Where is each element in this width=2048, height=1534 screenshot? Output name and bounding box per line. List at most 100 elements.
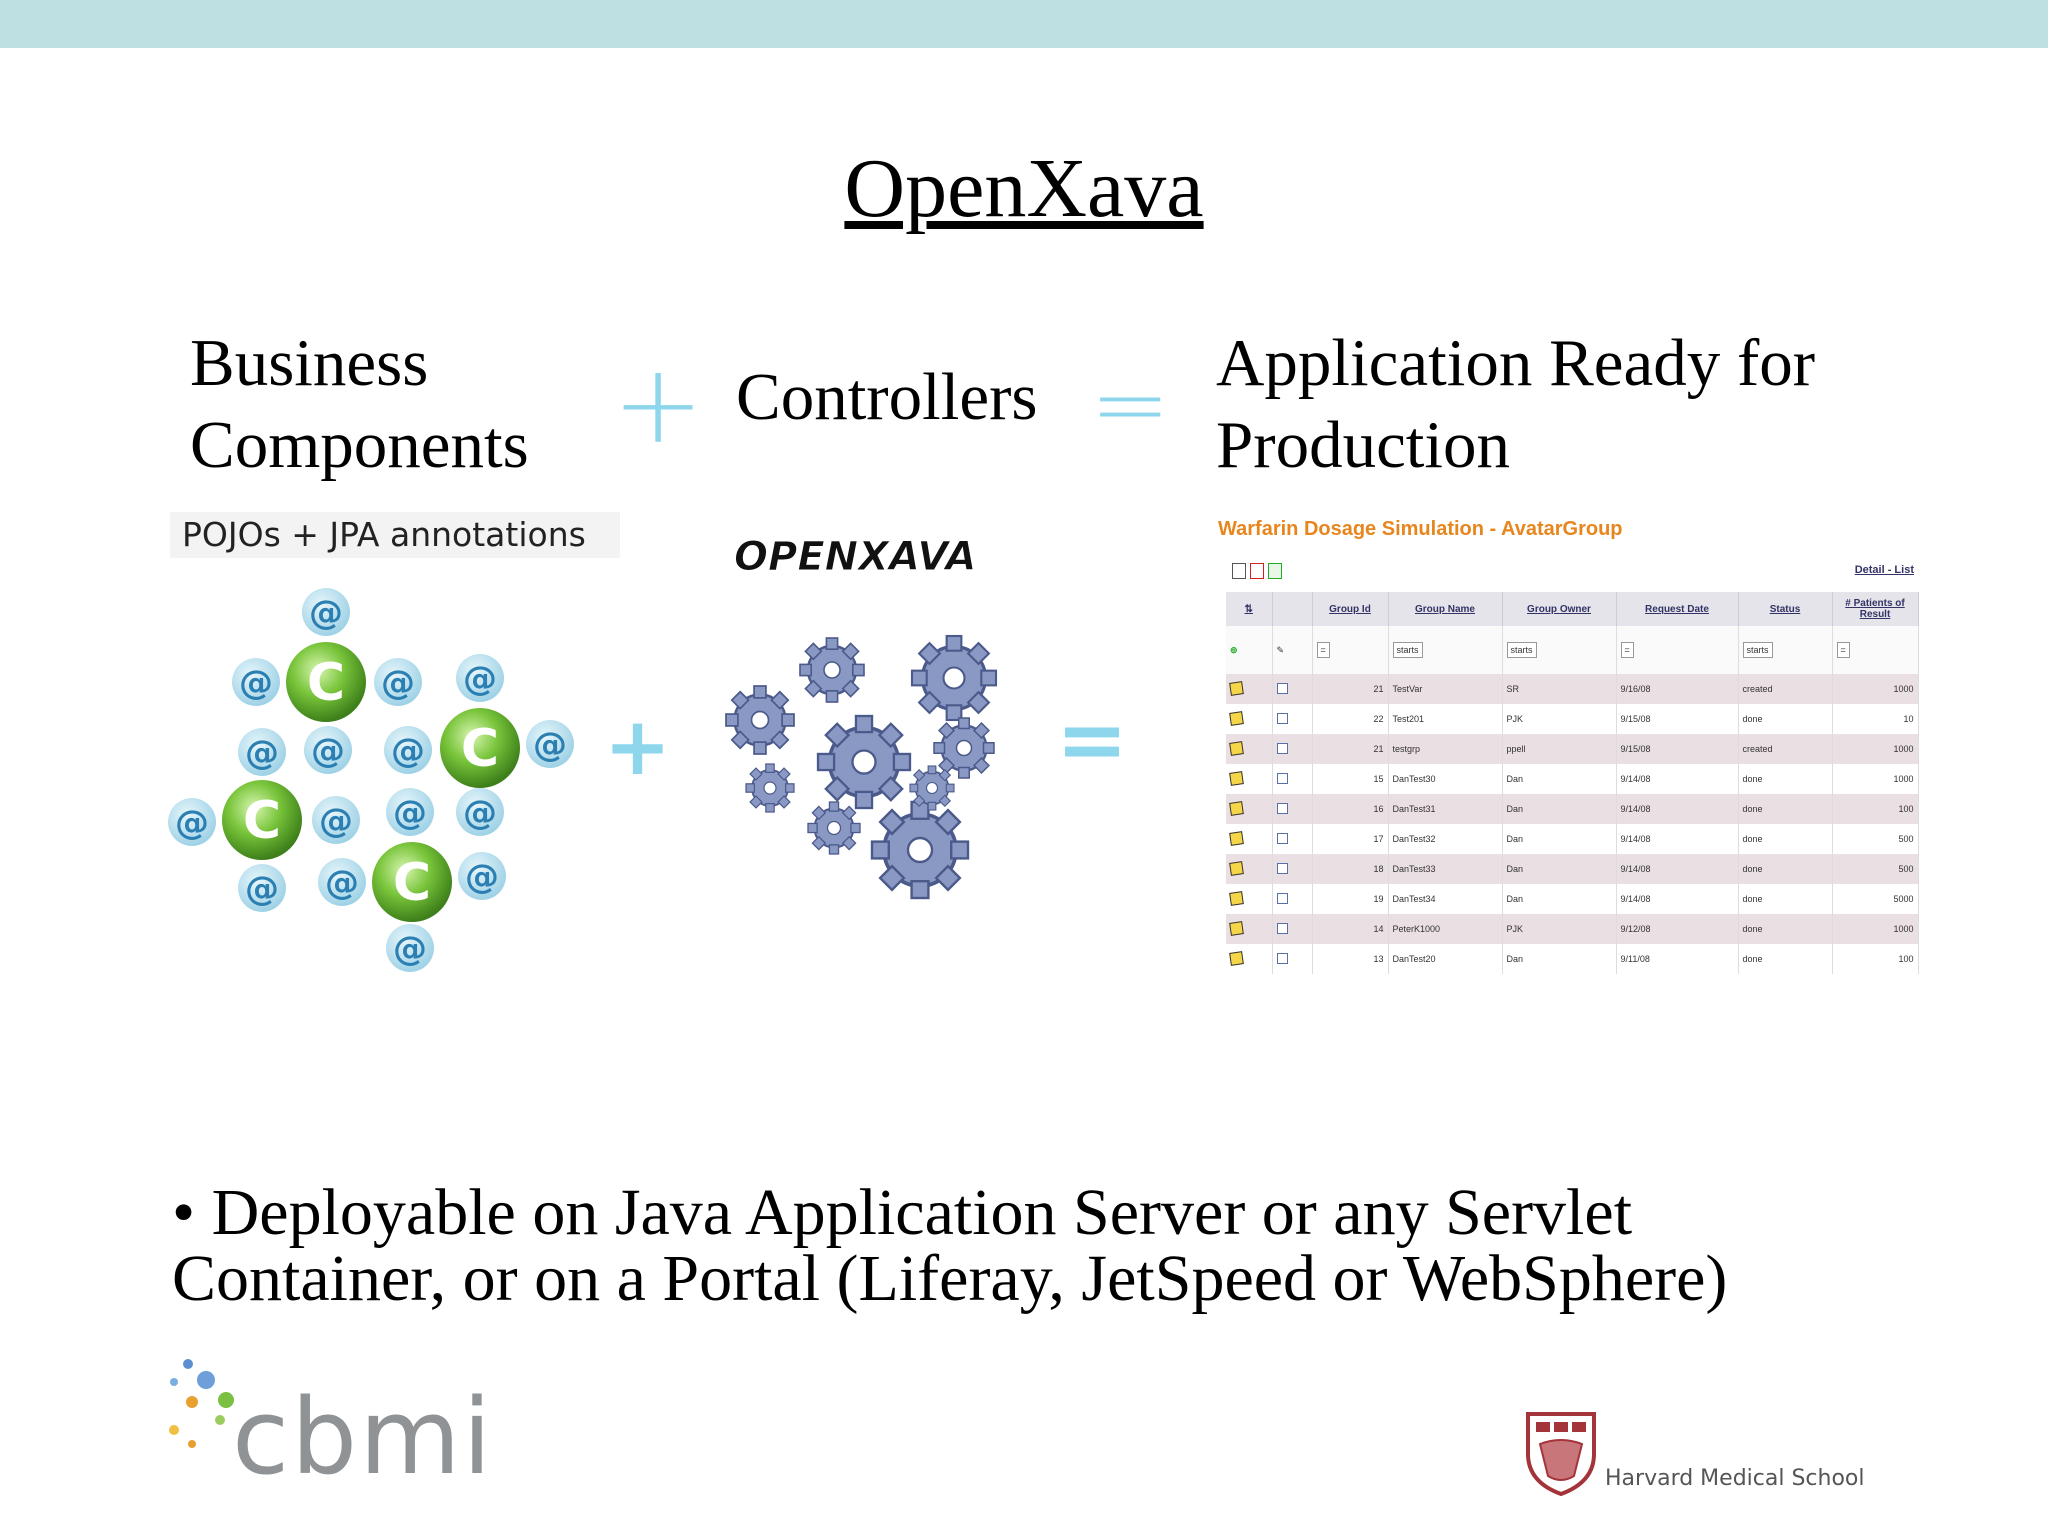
edit-row-icon[interactable] <box>1229 950 1244 966</box>
svg-text:C: C <box>243 791 281 851</box>
row-checkbox[interactable] <box>1276 862 1288 874</box>
cell-patients: 1000 <box>1832 674 1919 704</box>
filter-group-owner[interactable]: starts <box>1506 642 1537 658</box>
col-header-request-date[interactable]: Request Date <box>1616 592 1739 626</box>
new-icon[interactable] <box>1232 563 1246 579</box>
pdf-icon[interactable] <box>1250 563 1264 579</box>
cell-group-id: 13 <box>1312 944 1389 974</box>
row-checkbox[interactable] <box>1276 802 1288 814</box>
cell-patients: 10 <box>1832 704 1919 734</box>
filter-status[interactable]: starts <box>1742 642 1773 658</box>
filter-go-icon[interactable]: ⊚ <box>1226 626 1273 674</box>
edit-row-icon[interactable] <box>1229 860 1244 876</box>
cell-request-date: 9/15/08 <box>1616 734 1739 764</box>
cell-status: created <box>1738 674 1833 704</box>
cell-patients: 1000 <box>1832 764 1919 794</box>
row-checkbox[interactable] <box>1276 952 1288 964</box>
edit-row-icon[interactable] <box>1229 890 1244 906</box>
filter-clear-icon[interactable]: ✎ <box>1272 626 1313 674</box>
app-list-table: ⇅ Group Id Group Name Group Owner Reques… <box>1226 592 1919 974</box>
cell-request-date: 9/14/08 <box>1616 794 1739 824</box>
cell-group-id: 22 <box>1312 704 1389 734</box>
business-components-heading: Business Components <box>190 322 529 486</box>
cell-patients: 100 <box>1832 944 1919 974</box>
plus-sign-top: + <box>612 340 705 468</box>
col-header-group-owner[interactable]: Group Owner <box>1502 592 1617 626</box>
col-header-patients[interactable]: # Patients of Result <box>1832 592 1919 626</box>
controllers-heading: Controllers <box>736 360 1038 434</box>
cell-group-owner: PJK <box>1502 914 1617 944</box>
cell-request-date: 9/14/08 <box>1616 824 1739 854</box>
harvard-shield-icon <box>1526 1412 1596 1496</box>
cell-request-date: 9/14/08 <box>1616 884 1739 914</box>
svg-text:@: @ <box>393 929 427 969</box>
cell-status: done <box>1738 764 1833 794</box>
cell-group-id: 14 <box>1312 914 1389 944</box>
cell-group-owner: ppell <box>1502 734 1617 764</box>
edit-row-icon[interactable] <box>1229 680 1244 696</box>
row-checkbox[interactable] <box>1276 892 1288 904</box>
svg-text:@: @ <box>319 801 353 841</box>
openxava-logo: OPENXAVA <box>734 534 977 581</box>
cell-status: done <box>1738 914 1833 944</box>
harvard-medical-school-label: Harvard Medical School <box>1605 1466 1865 1491</box>
cell-group-owner: SR <box>1502 674 1617 704</box>
row-checkbox[interactable] <box>1276 922 1288 934</box>
cbmi-logo-text: cbmi <box>232 1376 494 1498</box>
col-header-group-id[interactable]: Group Id <box>1312 592 1389 626</box>
cell-request-date: 9/15/08 <box>1616 704 1739 734</box>
cell-group-id: 15 <box>1312 764 1389 794</box>
detail-list-link[interactable]: Detail - List <box>1854 564 1914 576</box>
svg-text:C: C <box>393 853 431 913</box>
svg-text:@: @ <box>311 731 345 771</box>
filter-group-name[interactable]: starts <box>1392 642 1423 658</box>
svg-text:@: @ <box>463 659 497 699</box>
edit-row-icon[interactable] <box>1229 770 1244 786</box>
filter-patients[interactable]: = <box>1836 642 1850 658</box>
svg-text:@: @ <box>463 793 497 833</box>
cell-group-name: DanTest30 <box>1388 764 1503 794</box>
cell-group-owner: Dan <box>1502 824 1617 854</box>
excel-icon[interactable] <box>1268 563 1282 579</box>
cell-patients: 1000 <box>1832 734 1919 764</box>
cell-group-id: 19 <box>1312 884 1389 914</box>
filter-group-id[interactable]: = <box>1316 642 1330 658</box>
business-components-line2: Components <box>190 408 529 482</box>
row-checkbox[interactable] <box>1276 682 1288 694</box>
svg-text:@: @ <box>381 663 415 703</box>
cell-group-id: 17 <box>1312 824 1389 854</box>
cell-group-owner: PJK <box>1502 704 1617 734</box>
cell-group-name: DanTest32 <box>1388 824 1503 854</box>
business-components-line1: Business <box>190 326 429 400</box>
row-checkbox[interactable] <box>1276 742 1288 754</box>
edit-row-icon[interactable] <box>1229 920 1244 936</box>
cell-status: done <box>1738 794 1833 824</box>
row-checkbox[interactable] <box>1276 712 1288 724</box>
cell-status: done <box>1738 704 1833 734</box>
col-header-group-name[interactable]: Group Name <box>1388 592 1503 626</box>
row-checkbox[interactable] <box>1276 832 1288 844</box>
edit-row-icon[interactable] <box>1229 710 1244 726</box>
edit-row-icon[interactable] <box>1229 830 1244 846</box>
svg-text:@: @ <box>245 733 279 773</box>
filter-request-date[interactable]: = <box>1620 642 1634 658</box>
row-checkbox[interactable] <box>1276 772 1288 784</box>
plus-sign-bottom: + <box>604 700 672 793</box>
edit-row-icon[interactable] <box>1229 800 1244 816</box>
svg-text:@: @ <box>325 863 359 903</box>
cell-group-owner: Dan <box>1502 884 1617 914</box>
cell-group-name: testgrp <box>1388 734 1503 764</box>
col-header-status[interactable]: Status <box>1738 592 1833 626</box>
cell-patients: 1000 <box>1832 914 1919 944</box>
edit-row-icon[interactable] <box>1229 740 1244 756</box>
